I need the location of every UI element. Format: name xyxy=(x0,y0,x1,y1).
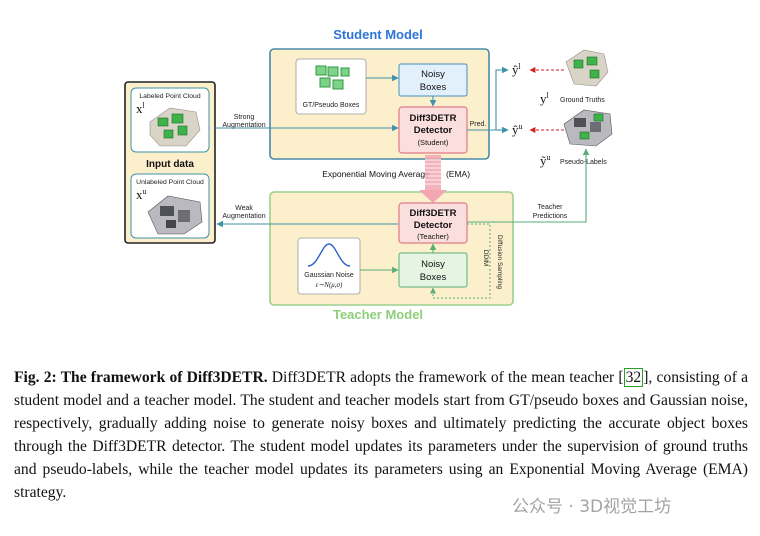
student-detector-label-1: Diff3DETR xyxy=(410,113,457,124)
unlabeled-point-cloud-image xyxy=(147,195,203,235)
teacher-pred-label-2: Predictions xyxy=(533,213,568,220)
ema-abbr: (EMA) xyxy=(446,169,470,179)
student-noisy-label-1: Noisy xyxy=(421,69,445,80)
gt-pseudo-boxes-label: GT/Pseudo Boxes xyxy=(303,102,360,109)
labeled-symbol: xl xyxy=(136,101,146,116)
pred-label: Pred. xyxy=(470,121,487,128)
ytilde-u-symbol: ỹu xyxy=(540,153,551,168)
ground-truths-label: Ground Truths xyxy=(560,97,605,104)
student-noisy-label-2: Boxes xyxy=(420,82,447,93)
gaussian-noise-box xyxy=(297,237,361,295)
citation-link[interactable]: 32 xyxy=(623,368,644,387)
strong-aug-label-2: Augmentation xyxy=(222,122,265,129)
ground-truth-point-cloud-image xyxy=(565,49,609,87)
labeled-point-cloud-image xyxy=(149,107,201,147)
unlabeled-cloud-label: Unlabeled Point Cloud xyxy=(136,179,204,186)
gaussian-noise-label: Gaussian Noise xyxy=(304,272,354,279)
figure-caption: Fig. 2: The framework of Diff3DETR. Diff… xyxy=(14,368,748,501)
ddim-label: DDIM xyxy=(482,250,489,267)
pseudo-labels-label: Pseudo-Labels xyxy=(560,159,607,166)
teacher-tag: (Teacher) xyxy=(417,232,449,241)
caption-label: Fig. 2: The framework of Diff3DETR. xyxy=(14,369,268,386)
gaussian-curve-icon xyxy=(307,243,351,267)
teacher-detector-label-1: Diff3DETR xyxy=(410,208,457,219)
pseudo-label-point-cloud-image xyxy=(563,109,613,147)
yhat-u-symbol: ŷu xyxy=(512,122,523,137)
framework-diagram: Student Model Teacher Model Labeled Poin… xyxy=(124,27,613,322)
weak-aug-label-1: Weak xyxy=(235,205,253,212)
diffusion-sampling-label: Diffusion Sampling xyxy=(496,235,503,289)
caption-text-part1: Diff3DETR adopts the framework of the me… xyxy=(267,369,619,386)
teacher-noisy-label-2: Boxes xyxy=(420,272,447,283)
yhat-l-symbol: ŷl xyxy=(512,62,522,77)
watermark: 公众号 · 3D视觉工坊 xyxy=(512,497,672,517)
weak-aug-label-2: Augmentation xyxy=(222,213,265,220)
noise-formula: ε∼N(μ,σ) xyxy=(316,281,343,289)
green-boxes-icon xyxy=(315,65,350,90)
teacher-pred-label-1: Teacher xyxy=(538,204,564,211)
ema-arrow xyxy=(419,155,447,203)
labeled-cloud-label: Labeled Point Cloud xyxy=(139,93,200,100)
teacher-predictions-arrow xyxy=(467,148,590,223)
strong-aug-label-1: Strong xyxy=(234,114,255,121)
input-data-label: Input data xyxy=(146,159,194,170)
unlabeled-symbol: xu xyxy=(136,187,147,202)
teacher-detector-label-2: Detector xyxy=(414,220,453,231)
teacher-model-title: Teacher Model xyxy=(333,307,423,322)
y-l-symbol: yl xyxy=(540,91,550,106)
caption-text-part2: , consisting of a student model and a te… xyxy=(14,369,748,501)
student-tag: (Student) xyxy=(418,138,449,147)
student-detector-label-2: Detector xyxy=(414,125,453,136)
student-model-title: Student Model xyxy=(333,27,423,42)
teacher-detector-box xyxy=(398,202,468,244)
pred-to-yhat-l xyxy=(495,66,509,130)
teacher-noisy-label-1: Noisy xyxy=(421,259,445,270)
ema-label: Exponential Moving Average xyxy=(322,169,430,179)
ddim-loop-line xyxy=(430,223,491,299)
